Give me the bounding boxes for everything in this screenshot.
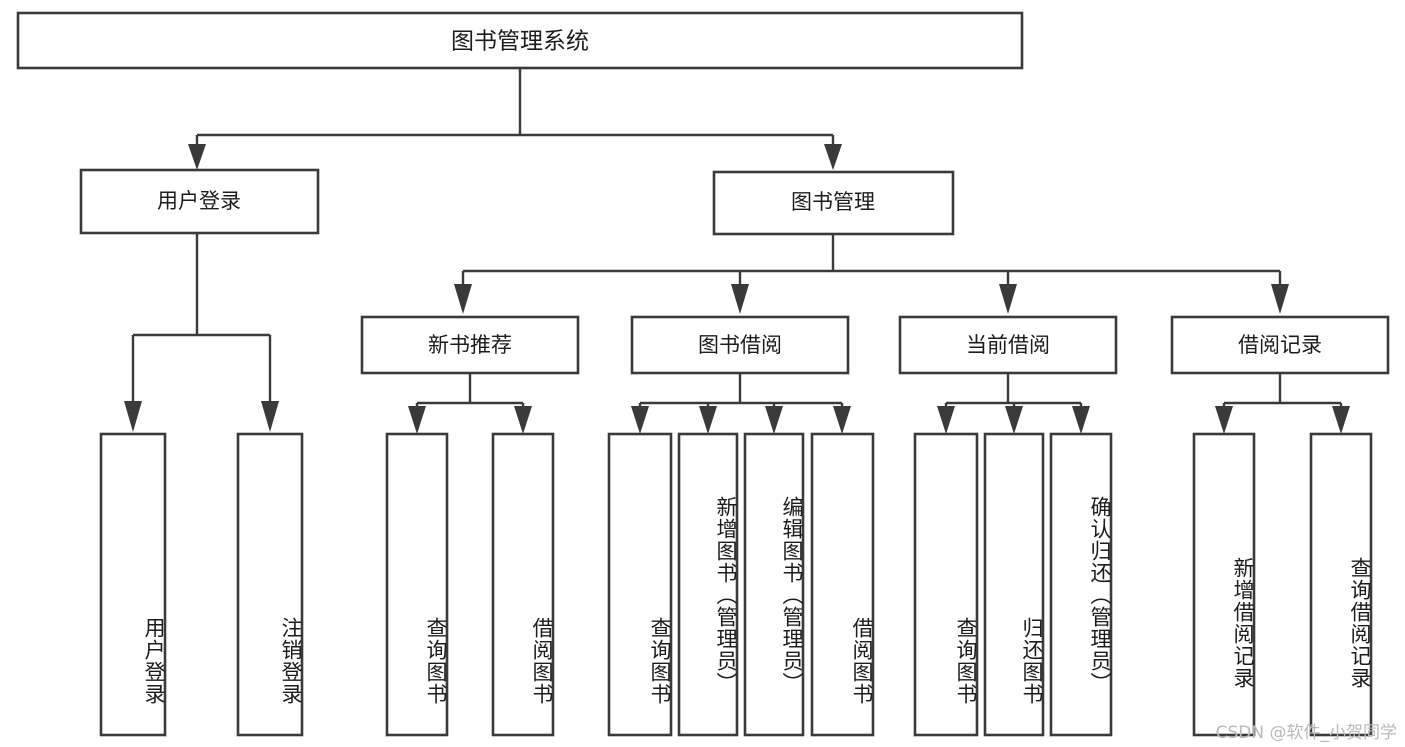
- connector-group-current-borrow: [937, 373, 1090, 434]
- arrow-head-leaf-return-book: [1005, 406, 1023, 434]
- node-book-manage-label: 图书管理: [791, 190, 875, 214]
- node-user-login-label: 用户登录: [157, 189, 241, 213]
- node-borrow-record[interactable]: 借阅记录: [1170, 315, 1390, 375]
- arrow-head-leaf-borrow-book-1: [514, 406, 532, 434]
- leaf-logout-box[interactable]: [236, 432, 304, 737]
- arrow-head-current-borrow: [999, 284, 1017, 314]
- arrow-head-leaf-query-book-2: [631, 406, 649, 434]
- leaf-query-book-1-box[interactable]: [385, 432, 449, 737]
- leaf-edit-book-box[interactable]: [743, 432, 805, 737]
- arrow-head-user-login: [188, 144, 206, 170]
- leaf-group-book-borrow: [607, 432, 875, 737]
- connector-group-borrow-record: [1215, 373, 1350, 434]
- node-current-borrow-box[interactable]: [898, 315, 1118, 375]
- connector-group-book-manage: [454, 234, 1289, 314]
- node-current-borrow[interactable]: 当前借阅: [898, 315, 1118, 375]
- node-book-borrow[interactable]: 图书借阅: [630, 315, 850, 375]
- arrow-head-leaf-query-book-1: [408, 406, 426, 434]
- node-new-book-rec-box[interactable]: [360, 315, 580, 375]
- leaf-user-login-box[interactable]: [99, 432, 167, 737]
- arrow-head-leaf-add-book: [699, 406, 717, 434]
- leaf-borrow-book-2-box[interactable]: [810, 432, 875, 737]
- node-book-manage-box[interactable]: [712, 170, 955, 236]
- arrow-head-leaf-add-record: [1215, 406, 1233, 434]
- connector-group-user-login: [124, 233, 279, 432]
- leaf-add-record-box[interactable]: [1192, 432, 1256, 737]
- arrow-head-book-borrow: [731, 284, 749, 314]
- leaf-group-user-login: [99, 432, 304, 737]
- leaf-query-book-3-box[interactable]: [913, 432, 979, 737]
- arrow-head-leaf-edit-book: [765, 406, 783, 434]
- leaf-group-current-borrow: [913, 432, 1113, 737]
- leaf-query-book-2-box[interactable]: [607, 432, 673, 737]
- node-root-box[interactable]: [16, 11, 1024, 70]
- node-user-login-box[interactable]: [79, 168, 320, 235]
- connector-group-new-book-rec: [408, 373, 532, 434]
- node-new-book-rec-label: 新书推荐: [428, 333, 512, 357]
- node-current-borrow-label: 当前借阅: [966, 333, 1050, 357]
- leaf-confirm-return-box[interactable]: [1049, 432, 1113, 737]
- arrow-head-new-book-rec: [454, 284, 472, 314]
- leaf-borrow-book-1-box[interactable]: [491, 432, 555, 737]
- arrow-head-leaf-query-record: [1332, 406, 1350, 434]
- node-root-label: 图书管理系统: [451, 29, 589, 55]
- node-borrow-record-label: 借阅记录: [1238, 333, 1322, 357]
- node-root[interactable]: 图书管理系统: [16, 11, 1024, 70]
- node-user-login[interactable]: 用户登录: [79, 168, 320, 235]
- arrow-head-leaf-query-book-3: [937, 406, 955, 434]
- leaf-group-new-book-rec: [385, 432, 555, 737]
- arrow-head-leaf-borrow-book-2: [833, 406, 851, 434]
- leaf-add-book-box[interactable]: [677, 432, 739, 737]
- watermark-text: CSDN @软件_小贺同学: [1215, 723, 1397, 743]
- node-book-manage[interactable]: 图书管理: [712, 170, 955, 236]
- arrow-head-leaf-logout: [261, 401, 279, 432]
- leaf-group-borrow-record: [1192, 432, 1373, 737]
- arrow-head-leaf-user-login: [124, 401, 142, 432]
- arrow-head-book-manage: [824, 144, 842, 170]
- node-book-borrow-box[interactable]: [630, 315, 850, 375]
- node-borrow-record-box[interactable]: [1170, 315, 1390, 375]
- leaf-return-book-box[interactable]: [983, 432, 1045, 737]
- leaf-query-record-box[interactable]: [1309, 432, 1373, 737]
- node-new-book-rec[interactable]: 新书推荐: [360, 315, 580, 375]
- node-book-borrow-label: 图书借阅: [698, 333, 782, 357]
- arrow-head-borrow-record: [1271, 284, 1289, 314]
- connector-group-book-borrow: [631, 373, 851, 434]
- connector-group-root: [188, 68, 842, 170]
- arrow-head-leaf-confirm-return: [1072, 406, 1090, 434]
